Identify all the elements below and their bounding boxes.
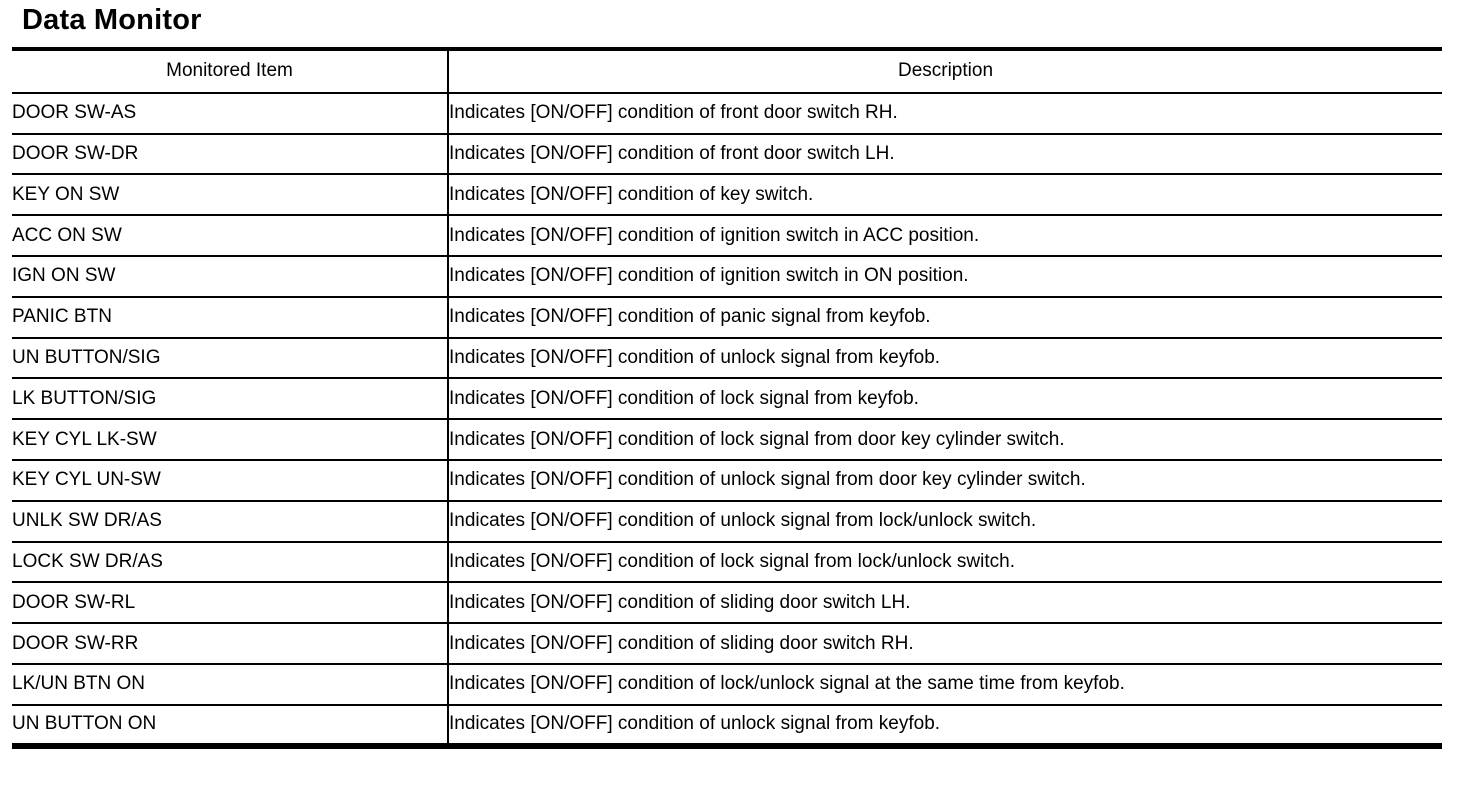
monitored-item-cell: PANIC BTN <box>12 296 449 339</box>
description-cell: Indicates [ON/OFF] condition of unlock s… <box>448 460 1442 502</box>
description-cell: Indicates [ON/OFF] condition of lock sig… <box>448 378 1442 421</box>
monitored-item-cell: LOCK SW DR/AS <box>12 541 449 584</box>
description-cell: Indicates [ON/OFF] condition of ignition… <box>448 256 1442 298</box>
monitored-item-cell: IGN ON SW <box>12 256 449 298</box>
description-cell: Indicates [ON/OFF] condition of unlock s… <box>448 500 1442 543</box>
monitored-item-cell: KEY ON SW <box>12 174 449 217</box>
table-header: Monitored Item Description <box>12 48 1442 94</box>
monitored-item-cell: ACC ON SW <box>12 215 449 258</box>
page-title: Data Monitor <box>22 4 202 36</box>
description-cell: Indicates [ON/OFF] condition of ignition… <box>448 215 1442 258</box>
description-cell: Indicates [ON/OFF] condition of sliding … <box>448 623 1442 666</box>
description-cell: Indicates [ON/OFF] condition of lock sig… <box>448 419 1442 462</box>
header-description: Description <box>448 48 1442 94</box>
description-cell: Indicates [ON/OFF] condition of sliding … <box>448 582 1442 625</box>
monitored-item-cell: DOOR SW-DR <box>12 133 449 176</box>
header-monitored-item: Monitored Item <box>12 48 449 94</box>
monitored-item-cell: UNLK SW DR/AS <box>12 500 449 543</box>
description-cell: Indicates [ON/OFF] condition of key swit… <box>448 174 1442 217</box>
description-cell: Indicates [ON/OFF] condition of front do… <box>448 133 1442 176</box>
monitored-item-cell: LK/UN BTN ON <box>12 664 449 706</box>
monitored-item-cell: KEY CYL UN-SW <box>12 460 449 502</box>
description-cell: Indicates [ON/OFF] condition of panic si… <box>448 296 1442 339</box>
description-cell: Indicates [ON/OFF] condition of unlock s… <box>448 704 1442 747</box>
description-cell: Indicates [ON/OFF] condition of unlock s… <box>448 337 1442 380</box>
description-cell: Indicates [ON/OFF] condition of front do… <box>448 92 1442 135</box>
monitored-item-cell: KEY CYL LK-SW <box>12 419 449 462</box>
monitored-item-cell: DOOR SW-RL <box>12 582 449 625</box>
header-row: Monitored Item Description <box>12 48 1442 94</box>
monitored-item-cell: UN BUTTON ON <box>12 704 449 747</box>
monitored-item-cell: DOOR SW-RR <box>12 623 449 666</box>
monitored-item-cell: DOOR SW-AS <box>12 92 449 135</box>
monitored-item-cell: UN BUTTON/SIG <box>12 337 449 380</box>
description-cell: Indicates [ON/OFF] condition of lock sig… <box>448 541 1442 584</box>
monitored-item-cell: LK BUTTON/SIG <box>12 378 449 421</box>
description-cell: Indicates [ON/OFF] condition of lock/unl… <box>448 664 1442 706</box>
